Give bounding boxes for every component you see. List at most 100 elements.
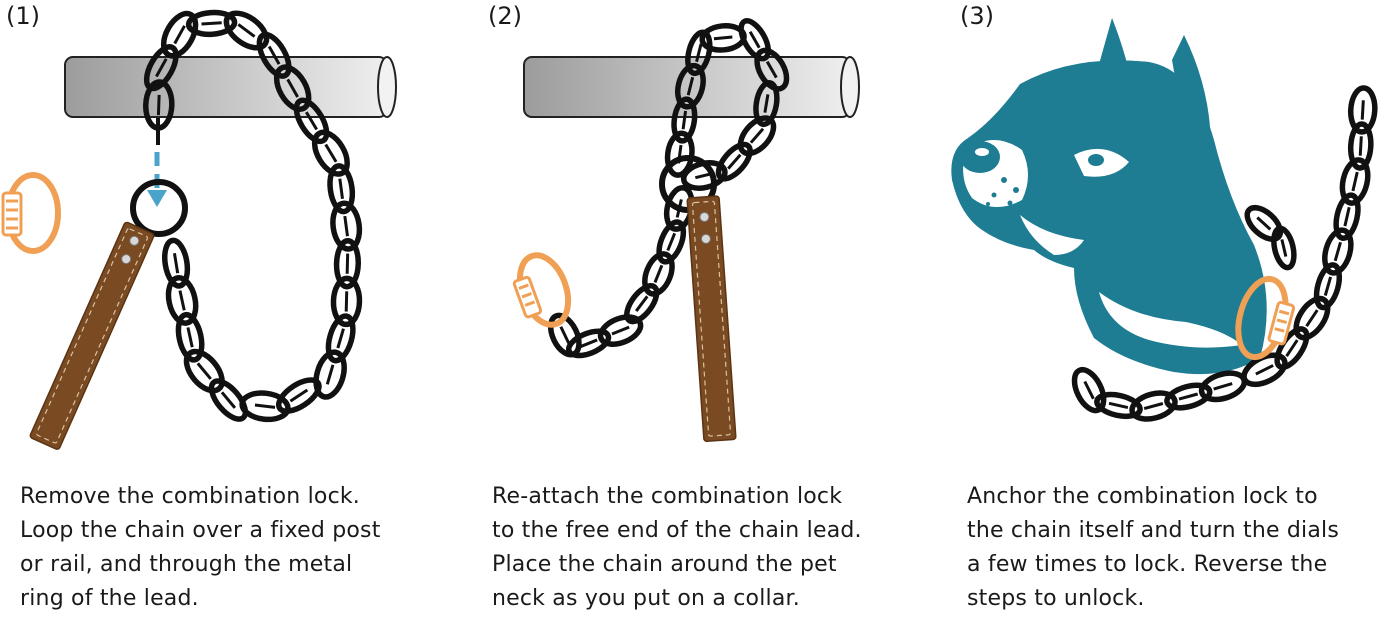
step-3-line-3: a few times to lock. Reverse the	[967, 552, 1328, 577]
rail-icon	[523, 56, 860, 118]
chain-link	[565, 328, 612, 359]
combination-lock-icon	[512, 252, 572, 328]
dog-head-icon	[951, 18, 1267, 375]
chain-link	[1347, 121, 1374, 171]
chain-link	[738, 18, 772, 62]
chain-link	[753, 80, 780, 128]
chain-link	[737, 115, 777, 157]
chain-link-bar	[267, 45, 281, 65]
chain-link-bar	[201, 21, 222, 26]
chain-link-bar	[289, 388, 309, 403]
chain-link	[754, 47, 790, 92]
rail-icon	[64, 56, 397, 118]
chain-link-bar	[1256, 216, 1272, 231]
chain-link	[293, 97, 330, 145]
chain-link-bar	[1305, 309, 1319, 327]
chain-link-bar	[579, 338, 598, 349]
step-1-line-3: or rail, and through the metal	[20, 552, 353, 577]
chain-link-bar	[156, 94, 161, 116]
chain-link	[1094, 391, 1143, 420]
chain-link-bar	[172, 252, 180, 274]
chain-link	[160, 10, 199, 59]
chain-link-bar	[1280, 239, 1288, 257]
step-3-line-2: the chain itself and turn the dials	[967, 518, 1340, 543]
step-2-caption: Re-attach the combination lock to the fr…	[492, 480, 862, 616]
chain-link-bar	[338, 178, 344, 199]
chain-link	[1333, 192, 1361, 241]
chain-link	[325, 313, 356, 364]
chain-link	[597, 314, 644, 347]
chain-link-bar	[1143, 402, 1164, 411]
chain-link-bar	[1083, 380, 1095, 400]
step-2-line-2: to the free end of the chain lead.	[492, 518, 862, 543]
chain-icon	[547, 18, 790, 359]
chain-link-bar	[324, 143, 338, 163]
chain-link	[1293, 295, 1331, 341]
chain-link	[1322, 227, 1354, 276]
chain-link	[330, 275, 363, 328]
chain-link-bar	[155, 58, 168, 78]
chain-link	[276, 377, 322, 414]
chain-link-bar	[1323, 276, 1333, 296]
chain-link	[313, 349, 347, 400]
chain-link	[175, 311, 205, 363]
chain-link	[547, 312, 582, 358]
chain-link-bar	[220, 391, 237, 409]
chain-link-bar	[749, 127, 765, 144]
chain-icon	[143, 9, 363, 423]
step-2-line-4: neck as you put on a collar.	[492, 586, 800, 611]
chain-link-bar	[713, 35, 733, 41]
combination-lock-icon	[1235, 275, 1296, 361]
chain-link	[671, 96, 698, 144]
leather-lead-icon	[29, 221, 155, 450]
chain-link	[311, 129, 350, 177]
chain-link-bar	[1285, 339, 1299, 358]
chain-link-bar	[763, 94, 770, 113]
step-3-caption: Anchor the combination lock to the chain…	[967, 480, 1339, 616]
chain-link-bar	[325, 364, 335, 385]
chain-link-bar	[305, 111, 318, 131]
chain-link-bar	[559, 326, 571, 345]
chain-link-bar	[611, 325, 630, 336]
chain-link	[208, 378, 249, 422]
chain-link	[1271, 225, 1297, 271]
dog-nose-icon	[960, 141, 1000, 173]
chain-link	[1129, 390, 1178, 422]
step-1-caption: Remove the combination lock. Loop the ch…	[20, 480, 381, 616]
step-2-panel: (2) Re-attach the combination lock to th…	[462, 0, 924, 621]
chain-link-bar	[681, 110, 688, 130]
chain-link-bar	[173, 25, 186, 45]
chain-link	[183, 348, 225, 394]
chain-link-bar	[1358, 136, 1363, 156]
step-1-illustration	[1, 9, 397, 450]
chain-link-bar	[196, 362, 212, 380]
chain-link-bar	[254, 403, 276, 409]
chain-link	[1339, 157, 1371, 206]
chain-link-bar	[336, 328, 345, 349]
chain-link	[143, 44, 179, 92]
chain-link-bar	[765, 60, 778, 79]
chain-link-bar	[653, 264, 664, 284]
chain-link	[624, 283, 660, 325]
chain-link	[273, 64, 312, 112]
chain-link	[674, 62, 706, 110]
chain-link-bar	[727, 153, 742, 170]
chain-link-bar	[1351, 171, 1359, 192]
chain-link-bar	[666, 232, 677, 252]
step-2-number: (2)	[488, 2, 522, 30]
chain-link-bar	[1333, 241, 1342, 262]
chain-link	[185, 9, 238, 38]
chain-link	[642, 251, 675, 297]
step-3-number: (3)	[960, 2, 994, 30]
dog-freckles	[986, 177, 1027, 221]
chain-link-bar	[634, 295, 649, 312]
dog-eye-icon	[1088, 154, 1104, 166]
step-3-line-1: Anchor the combination lock to	[967, 484, 1318, 509]
chain-link	[1071, 367, 1107, 414]
step-1-line-1: Remove the combination lock.	[20, 484, 360, 509]
step-2-line-1: Re-attach the combination lock	[492, 484, 843, 509]
chain-link-bar	[1213, 382, 1233, 391]
chain-link	[1313, 262, 1343, 311]
chain-link-bar	[344, 291, 349, 312]
step-3-panel: (3)	[924, 0, 1386, 621]
